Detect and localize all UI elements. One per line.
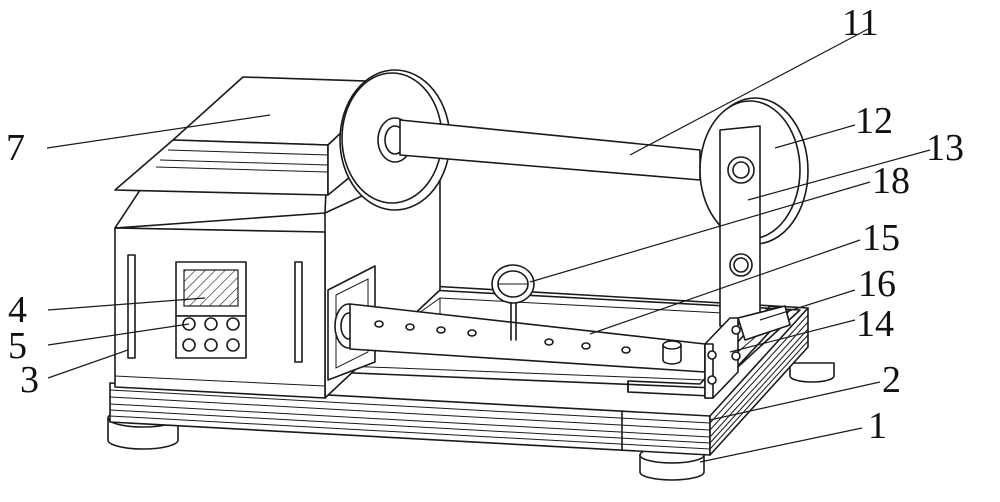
label-4: 4	[8, 289, 27, 331]
label-18: 18	[872, 160, 910, 202]
label-14: 14	[856, 303, 894, 345]
reference-numerals: 7 11 12 13 18 15 16 14 2 1 4 5 3	[6, 2, 964, 447]
rail-rod	[334, 303, 706, 373]
label-7: 7	[6, 127, 25, 169]
label-11: 11	[842, 2, 879, 44]
leader-lines	[46, 27, 931, 463]
label-5: 5	[8, 325, 27, 367]
label-1: 1	[868, 405, 887, 447]
reel-assembly	[339, 69, 809, 327]
display-screen	[175, 261, 247, 317]
label-13: 13	[926, 127, 964, 169]
label-16: 16	[858, 263, 896, 305]
label-12: 12	[855, 100, 893, 142]
label-2: 2	[882, 359, 901, 401]
label-15: 15	[862, 217, 900, 259]
label-3: 3	[20, 359, 39, 401]
control-buttons	[175, 315, 247, 359]
guide-ring	[491, 264, 535, 341]
